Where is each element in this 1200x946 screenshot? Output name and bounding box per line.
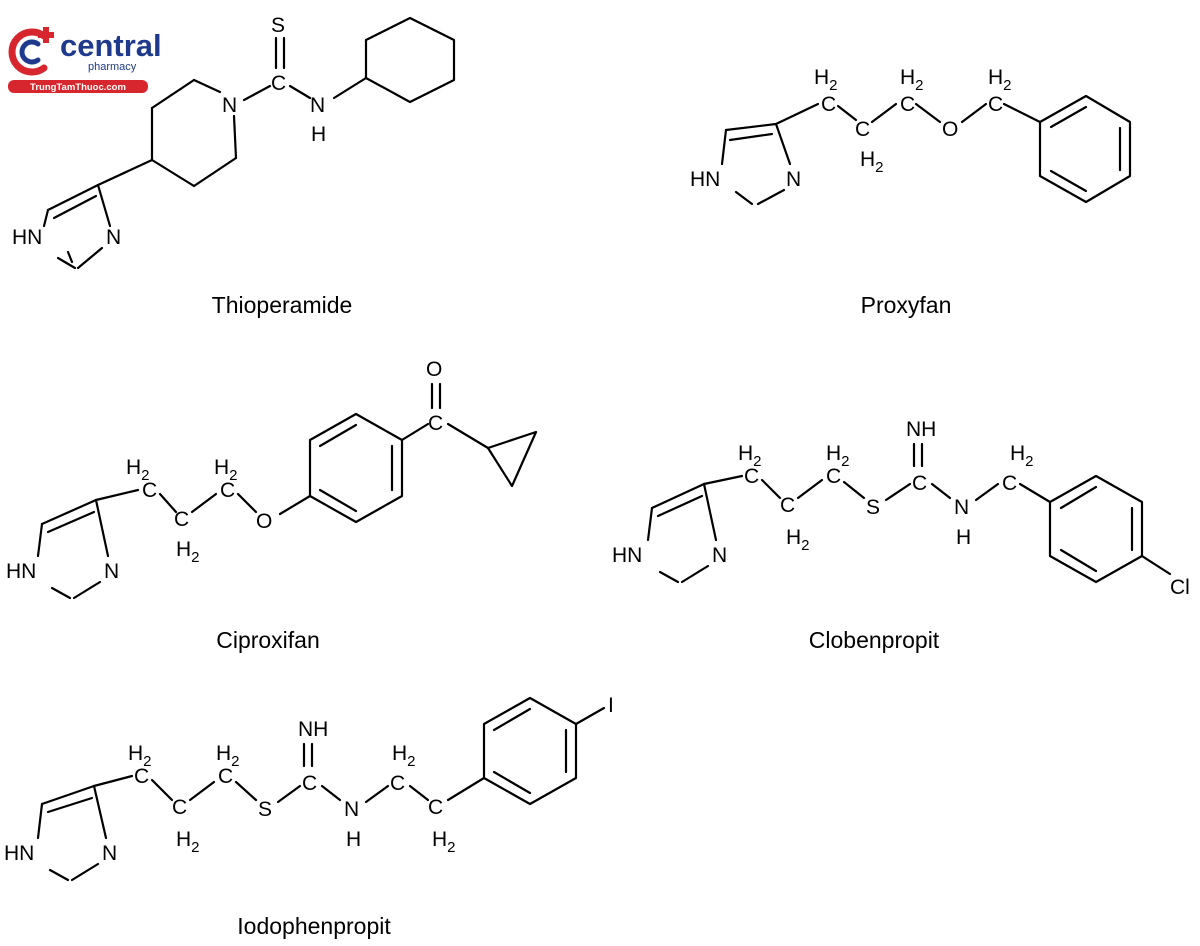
atom-label: C [428,796,443,819]
atom-label: O [942,118,958,141]
atom-label: Cl [1170,576,1190,599]
atom-label: NH [298,718,328,741]
molecule-clobenpropit: HN N H2 C C H2 H2 C S C NH N H H2 C Cl [612,418,1190,599]
cyclopropane-ring [486,430,538,488]
atom-label: C [780,494,795,517]
atom-label: H [956,526,971,549]
atom-label: H [311,123,326,146]
atom-label: C [302,772,317,795]
caption-proxyfan: Proxyfan [861,292,952,318]
atom-label: C [744,465,759,488]
benzene-ring [308,412,404,524]
atom-label: C [1002,472,1017,495]
logo-subtitle: pharmacy [88,61,137,73]
atom-label: H2 [392,742,416,770]
cyclohexane-ring [364,16,456,104]
atom-label: C [271,72,286,95]
atom-label: C [900,93,915,116]
atom-label: N [954,496,969,519]
atom-label: C [220,479,235,502]
atom-label: H2 [1010,442,1034,470]
imidazole-ring [42,183,112,270]
atom-label: S [866,496,880,519]
logo-url-pill [8,80,148,93]
atom-label: N [786,168,801,191]
molecule-iodophenpropit: HN N H2 C C H2 H2 C S C NH N H H2 C C H2 [4,694,614,882]
logo-mark-icon [8,27,54,76]
atom-label: H2 [176,538,200,566]
atom-label: H [346,828,361,851]
atom-label: H2 [432,828,456,856]
caption-thioperamide: Thioperamide [212,292,353,318]
atom-label: H2 [176,828,200,856]
atom-label: C [988,93,1003,116]
caption-clobenpropit: Clobenpropit [809,627,940,653]
molecule-thioperamide: HN N N C S N H [12,14,456,270]
atom-label: S [271,14,285,37]
molecule-ciproxifan: HN N H2 C C H2 H2 C O C O [6,358,538,600]
atom-label: S [258,798,272,821]
atom-label: C [912,472,927,495]
chlorobenzene-ring [1048,474,1144,584]
atom-label: HN [6,560,36,583]
atom-label: C [821,93,836,116]
atom-label: O [256,510,272,533]
atom-label: NH [906,418,936,441]
central-pharmacy-logo: central pharmacy TrungTamThuoc.com [8,27,162,93]
atom-label: HN [4,842,34,865]
atom-label: C [142,479,157,502]
atom-label: N [310,94,325,117]
molecule-proxyfan: HN N H2 C C H2 H2 C O H2 C [690,66,1132,206]
atom-label: N [104,560,119,583]
atom-label: C [826,465,841,488]
caption-ciproxifan: Ciproxifan [216,627,320,653]
iodobenzene-ring [482,696,578,806]
atom-label: C [855,118,870,141]
imidazole-ring [646,482,718,584]
atom-label: C [428,412,443,435]
atom-label: N [222,94,237,117]
atom-label: H2 [900,66,924,94]
atom-label: HN [612,544,642,567]
imidazole-ring [36,498,110,600]
logo-url: TrungTamThuoc.com [30,82,126,93]
atom-label: N [712,544,727,567]
atom-label: N [102,842,117,865]
atom-label: H2 [860,148,884,176]
atom-label: H2 [814,66,838,94]
benzene-ring [1038,94,1132,204]
atom-label: H2 [786,526,810,554]
atom-label: H2 [988,66,1012,94]
atom-label: N [344,798,359,821]
atom-label: C [134,765,149,788]
atom-label: HN [12,226,42,249]
imidazole-ring [36,784,108,882]
atom-label: O [426,358,442,381]
caption-iodophenpropit: Iodophenpropit [237,913,391,939]
atom-label: HN [690,168,720,191]
atom-label: C [390,772,405,795]
imidazole-ring [720,122,792,206]
atom-label: N [106,226,121,249]
piperidine-ring [96,78,238,188]
atom-label: C [218,765,233,788]
atom-label: I [608,694,614,717]
atom-label: C [172,796,187,819]
logo-wordmark: central [60,28,162,63]
atom-label: C [174,508,189,531]
